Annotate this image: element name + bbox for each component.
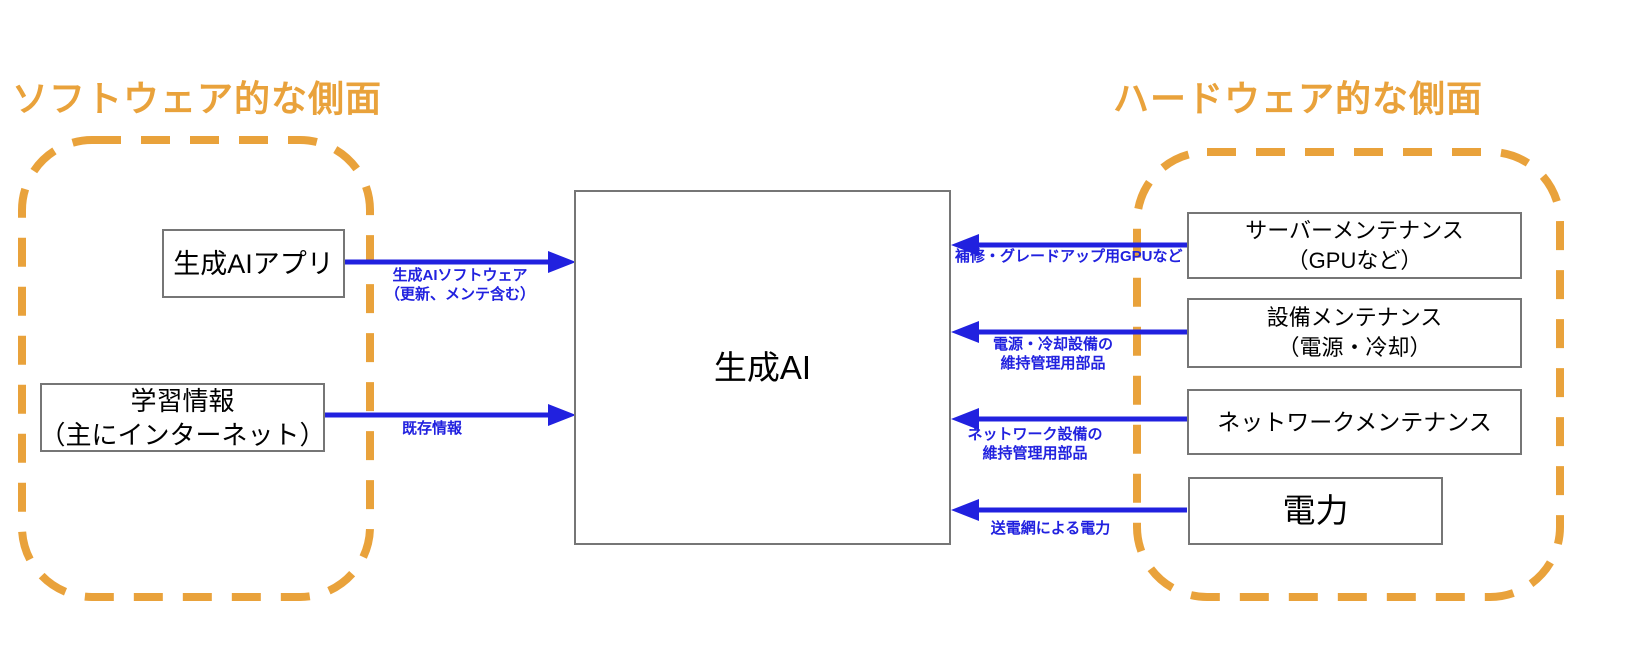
server-maintenance-box-line2: （GPUなど） (1286, 247, 1423, 273)
arrow-gpu-parts-label: 補修・グレードアップ用GPUなど (955, 247, 1183, 266)
learning-info-box: 学習情報 （主にインターネット） (39, 383, 326, 452)
server-maintenance-box: サーバーメンテナンス （GPUなど） (1187, 212, 1522, 279)
arrow-genai-software-label-line1: 生成AIソフトウェア (392, 267, 528, 284)
arrow-gpu-parts (951, 234, 1187, 256)
hardware-section-heading: ハードウェア的な側面 (1113, 78, 1484, 119)
arrow-existing-info-label-line1: 既存情報 (401, 420, 462, 437)
network-maintenance-box: ネットワークメンテナンス (1187, 389, 1522, 455)
central-genai-box-label: 生成AI (713, 348, 812, 386)
network-maintenance-box-line1: ネットワークメンテナンス (1217, 409, 1492, 435)
genai-app-box: 生成AIアプリ (162, 229, 345, 298)
central-genai-box: 生成AI (574, 190, 951, 545)
arrow-network-parts (951, 408, 1187, 430)
arrow-power-cooling-parts-label-line1: 電源・冷却設備の (992, 336, 1113, 353)
arrow-genai-software-label: 生成AIソフトウェア （更新、メンテ含む） (380, 266, 540, 304)
arrow-grid-power-label: 送電網による電力 (968, 519, 1133, 538)
arrow-genai-software-head-icon (548, 251, 576, 273)
learning-info-box-line1: 学習情報 (130, 385, 235, 416)
power-box-line1: 電力 (1282, 492, 1349, 529)
arrow-power-cooling-parts-head-icon (951, 321, 979, 343)
arrow-existing-info-head-icon (548, 404, 576, 426)
equipment-maintenance-box-line1: 設備メンテナンス (1266, 305, 1443, 330)
arrow-power-cooling-parts (951, 321, 1187, 343)
arrow-existing-info (325, 404, 576, 426)
learning-info-box-line2: （主にインターネット） (39, 419, 326, 450)
server-maintenance-box-line1: サーバーメンテナンス (1245, 217, 1464, 243)
arrow-gpu-parts-head-icon (951, 234, 979, 256)
arrow-grid-power (951, 499, 1187, 521)
arrow-grid-power-label-line1: 送電網による電力 (990, 520, 1111, 537)
arrow-network-parts-head-icon (951, 408, 979, 430)
arrow-existing-info-label: 既存情報 (377, 419, 487, 438)
equipment-maintenance-box: 設備メンテナンス （電源・冷却） (1187, 298, 1522, 368)
arrow-power-cooling-parts-label-line2: 維持管理用部品 (1000, 355, 1106, 372)
software-section-heading: ソフトウェア的な側面 (12, 78, 383, 119)
arrow-grid-power-head-icon (951, 499, 979, 521)
arrow-network-parts-label-line1: ネットワーク設備の (967, 426, 1103, 443)
arrow-gpu-parts-label-line1: 補修・グレードアップ用GPUなど (955, 248, 1183, 265)
arrow-genai-software-label-line2: （更新、メンテ含む） (384, 286, 535, 303)
equipment-maintenance-box-line2: （電源・冷却） (1277, 335, 1432, 360)
arrow-power-cooling-parts-label: 電源・冷却設備の 維持管理用部品 (968, 335, 1138, 373)
hardware-dashed-region (1133, 148, 1564, 601)
software-dashed-region (18, 136, 374, 601)
arrow-genai-software (345, 251, 576, 273)
arrow-network-parts-label-line2: 維持管理用部品 (982, 445, 1088, 462)
power-box: 電力 (1188, 477, 1443, 545)
genai-app-box-label: 生成AIアプリ (173, 248, 334, 279)
arrow-network-parts-label: ネットワーク設備の 維持管理用部品 (950, 425, 1120, 463)
